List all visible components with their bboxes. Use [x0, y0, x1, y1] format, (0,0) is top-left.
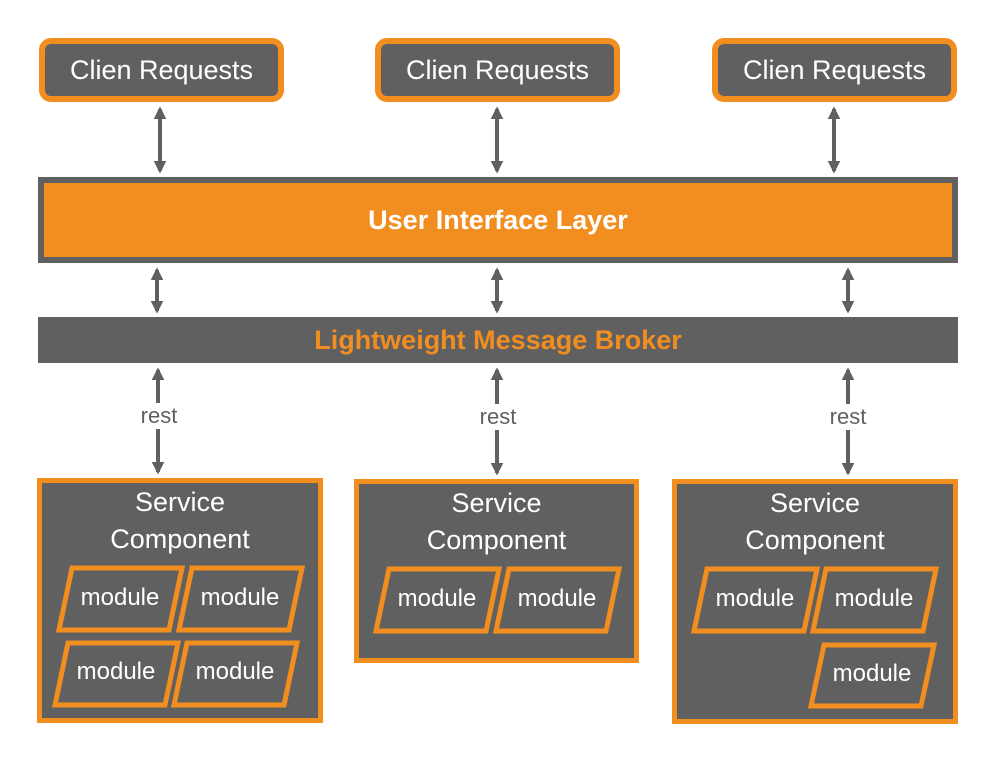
service-component-title: Service Component — [359, 485, 634, 559]
service-title-line2: Component — [426, 525, 567, 555]
message-broker-bar: Lightweight Message Broker — [38, 317, 958, 363]
service-title-line1: Service — [769, 488, 861, 518]
client-requests-label: Clien Requests — [69, 54, 254, 85]
client-requests-label: Clien Requests — [405, 54, 590, 85]
client-requests-label: Clien Requests — [742, 54, 927, 85]
rest-label-1: rest — [129, 403, 189, 429]
user-interface-layer-label: User Interface Layer — [368, 204, 628, 235]
service-title-line2: Component — [110, 524, 250, 554]
service-component-3: Service Component — [672, 479, 958, 724]
rest-label-2: rest — [468, 404, 528, 430]
client-requests-box-1: Clien Requests — [39, 38, 284, 102]
service-component-title: Service Component — [677, 485, 953, 559]
service-component-title: Service Component — [42, 484, 318, 558]
client-requests-box-2: Clien Requests — [375, 38, 620, 102]
service-title-line1: Service — [451, 488, 542, 518]
service-title-line2: Component — [745, 525, 885, 555]
user-interface-layer: User Interface Layer — [38, 177, 958, 263]
service-component-2: Service Component — [354, 479, 639, 663]
message-broker-label: Lightweight Message Broker — [314, 324, 682, 355]
service-component-1: Service Component — [37, 478, 323, 723]
client-requests-box-3: Clien Requests — [712, 38, 957, 102]
service-title-line1: Service — [134, 487, 226, 517]
rest-label-3: rest — [818, 404, 878, 430]
